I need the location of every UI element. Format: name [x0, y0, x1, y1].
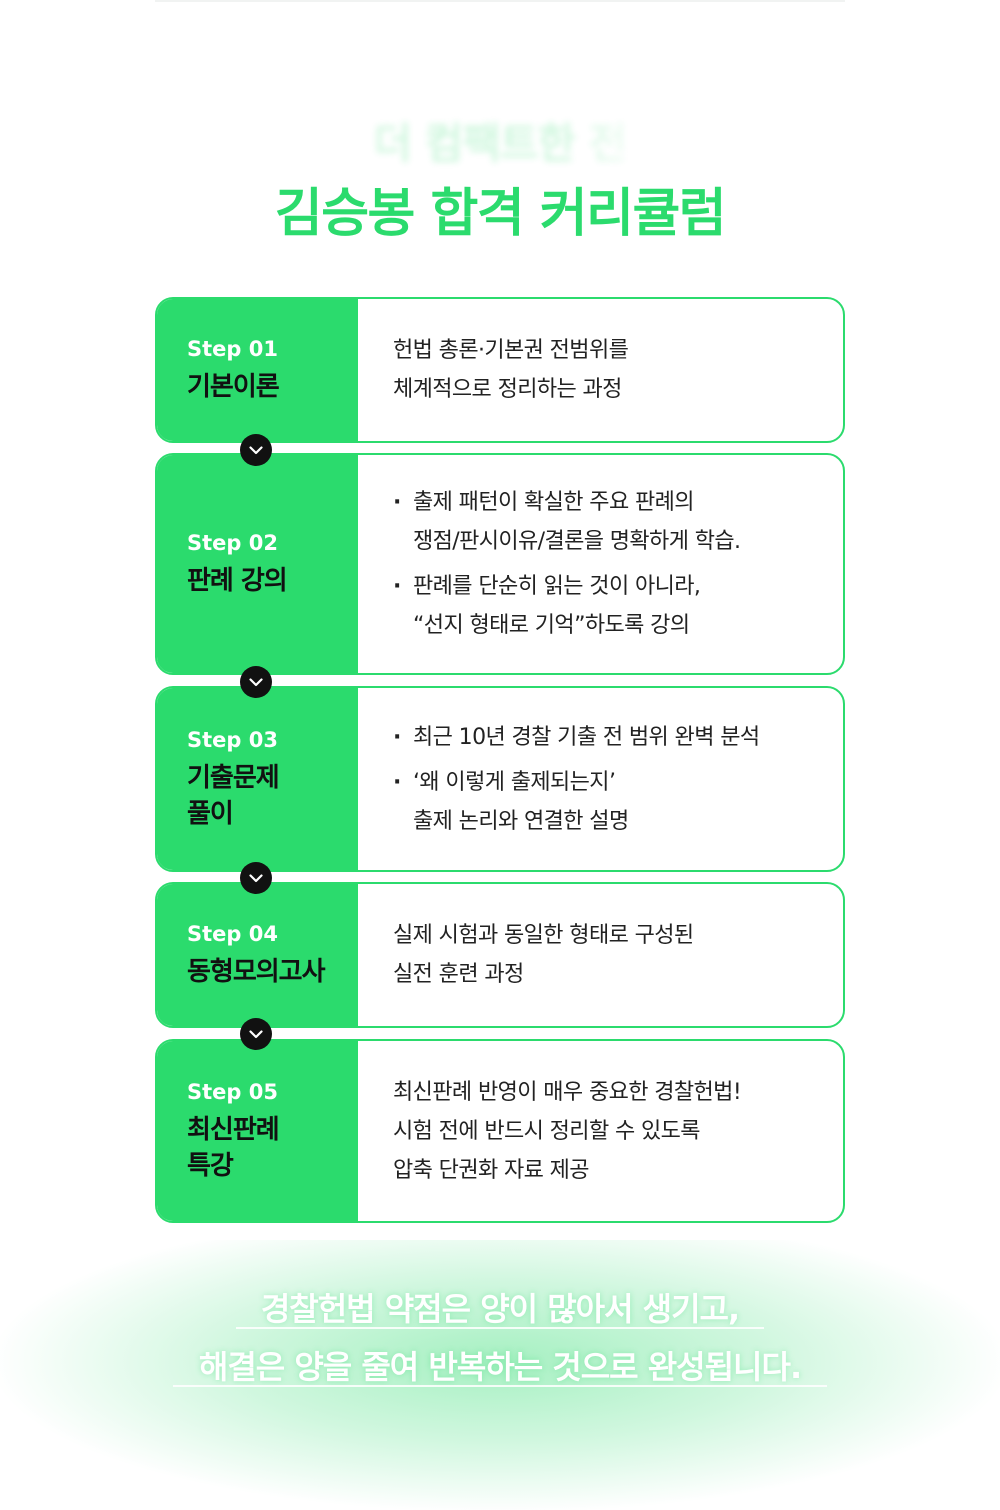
description-line: 실제 시험과 동일한 형태로 구성된 [393, 923, 694, 948]
step-description: 최근 10년 경찰 기출 전 범위 완벽 분석 ‘왜 이렇게 출제되는지’ 출제… [358, 688, 843, 870]
step-description: 출제 패턴이 확실한 주요 판례의 쟁점/판시이유/결론을 명확하게 학습. 판… [358, 455, 843, 673]
step-card-05: Step 05 최신판례 특강 최신판례 반영이 매우 중요한 경찰헌법! 시험… [155, 1039, 845, 1223]
bullet-item: 출제 패턴이 확실한 주요 판례의 쟁점/판시이유/결론을 명확하게 학습. [393, 483, 843, 561]
step-name: 기본이론 [187, 369, 358, 405]
description-line: 최신판례 반영이 매우 중요한 경찰헌법! [393, 1079, 742, 1105]
chevron-down-icon [240, 1018, 272, 1050]
step-number: Step 04 [187, 922, 278, 946]
step-name-line: 기본이론 [187, 372, 280, 402]
step-name: 기출문제 풀이 [187, 760, 358, 832]
step-number: Step 01 [187, 337, 278, 361]
step-name-line: 기출문제 [187, 763, 280, 793]
bullet-line: 출제 논리와 연결한 설명 [413, 808, 629, 834]
bullet-item: 최근 10년 경찰 기출 전 범위 완벽 분석 [393, 718, 843, 757]
bullet-line: ‘왜 이렇게 출제되는지’ [393, 763, 843, 802]
step-label-panel: Step 04 동형모의고사 [157, 884, 358, 1026]
step-card-04: Step 04 동형모의고사 실제 시험과 동일한 형태로 구성된 실전 훈련 … [155, 882, 845, 1028]
closing-underline-2 [173, 1385, 827, 1387]
chevron-down-icon [240, 666, 272, 698]
step-description: 실제 시험과 동일한 형태로 구성된 실전 훈련 과정 [358, 884, 843, 1026]
step-number: Step 05 [187, 1080, 278, 1104]
step-card-01: Step 01 기본이론 헌법 총론·기본권 전범위를 체계적으로 정리하는 과… [155, 297, 845, 443]
description-line: 체계적으로 정리하는 과정 [393, 377, 622, 402]
bullet-line: 최근 10년 경찰 기출 전 범위 완벽 분석 [393, 718, 843, 757]
closing-line-2: 해결은 양을 줄여 반복하는 것으로 완성됩니다. [198, 1348, 802, 1386]
step-label-panel: Step 03 기출문제 풀이 [157, 688, 358, 870]
step-label-panel: Step 02 판례 강의 [157, 455, 358, 673]
step-name-line: 최신판례 [187, 1115, 280, 1145]
bullet-line: 판례를 단순히 읽는 것이 아니라, [393, 567, 843, 606]
step-card-03: Step 03 기출문제 풀이 최근 10년 경찰 기출 전 범위 완벽 분석 … [155, 686, 845, 872]
step-label-panel: Step 05 최신판례 특강 [157, 1041, 358, 1221]
step-number: Step 02 [187, 531, 278, 555]
green-glow-background [0, 1240, 1000, 1510]
step-name-line: 특강 [187, 1151, 234, 1181]
chevron-down-icon [240, 862, 272, 894]
description-line: 압축 단권화 자료 제공 [393, 1157, 590, 1183]
description-line: 헌법 총론·기본권 전범위를 [393, 338, 629, 363]
bullet-line: 쟁점/판시이유/결론을 명확하게 학습. [413, 529, 741, 554]
ghost-title: 더 컴팩트한 전 [373, 119, 627, 168]
step-name-line: 동형모의고사 [187, 957, 326, 987]
closing-line-1: 경찰헌법 약점은 양이 많아서 생기고, [260, 1290, 740, 1328]
step-name: 동형모의고사 [187, 954, 358, 990]
step-number: Step 03 [187, 728, 278, 752]
closing-underline-1 [236, 1327, 764, 1329]
step-description: 헌법 총론·기본권 전범위를 체계적으로 정리하는 과정 [358, 299, 843, 441]
step-description: 최신판례 반영이 매우 중요한 경찰헌법! 시험 전에 반드시 정리할 수 있도… [358, 1041, 843, 1221]
step-name-line: 풀이 [187, 799, 234, 829]
top-divider [155, 0, 845, 2]
step-label-panel: Step 01 기본이론 [157, 299, 358, 441]
chevron-down-icon [240, 434, 272, 466]
step-card-02: Step 02 판례 강의 출제 패턴이 확실한 주요 판례의 쟁점/판시이유/… [155, 453, 845, 675]
step-name: 판례 강의 [187, 563, 358, 599]
step-name: 최신판례 특강 [187, 1112, 358, 1184]
step-name-line: 판례 강의 [187, 566, 288, 596]
page-title: 김승봉 합격 커리큘럼 [274, 184, 727, 244]
bullet-line: 출제 패턴이 확실한 주요 판례의 [393, 483, 843, 522]
description-line: 시험 전에 반드시 정리할 수 있도록 [393, 1118, 701, 1144]
bullet-item: 판례를 단순히 읽는 것이 아니라, “선지 형태로 기억”하도록 강의 [393, 567, 843, 645]
bullet-item: ‘왜 이렇게 출제되는지’ 출제 논리와 연결한 설명 [393, 763, 843, 841]
description-line: 실전 훈련 과정 [393, 962, 524, 987]
bullet-line: “선지 형태로 기억”하도록 강의 [413, 613, 690, 638]
